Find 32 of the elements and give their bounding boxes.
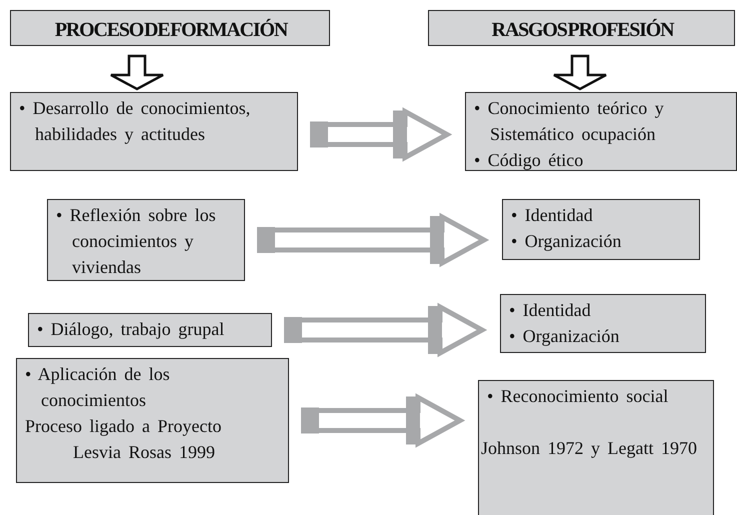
bullet-text: • Diálogo, trabajo grupal (37, 318, 226, 341)
bullet-text: • Conocimiento teórico y Sistemático ocupación (474, 97, 665, 146)
text-box (16, 358, 289, 483)
text-box (47, 199, 245, 281)
block-arrow (257, 212, 490, 268)
text-box (28, 313, 272, 347)
bullet-text: Lesvia Rosas 1999 (72, 441, 216, 464)
bullet-text: • Reconocimiento social (487, 385, 670, 408)
bullet-text: • Organización (509, 325, 620, 348)
block-arrow (310, 107, 452, 162)
bullet-text: • Organización (511, 230, 622, 253)
down-arrow (110, 54, 164, 90)
bullet-text: • Desarrollo de conocimientos, habilidades y actitudes (19, 97, 252, 146)
block-arrow (284, 302, 488, 358)
text-box (478, 380, 714, 515)
bullet-text: Johnson 1972 y Legatt 1970 (481, 437, 698, 460)
text-box (10, 92, 298, 171)
bullet-text: • Aplicación de los conocimientos (25, 363, 171, 412)
header-text: PROCESO DE FORMACIÓN (54, 18, 289, 43)
header-box (428, 10, 735, 46)
text-box (465, 92, 737, 171)
header-box (10, 10, 330, 46)
bullet-text: • Reflexión sobre los conocimientos y viviendas (56, 204, 217, 279)
bullet-text: Proceso ligado a Proyecto (25, 415, 222, 438)
bullet-text: • Identidad (509, 299, 592, 322)
header-text: RASGOS PROFESIÓN (490, 18, 675, 43)
down-arrow (552, 54, 608, 90)
block-arrow (301, 393, 466, 448)
text-box (502, 199, 700, 260)
bullet-text: • Código ético (474, 149, 584, 172)
text-box (500, 294, 706, 353)
bullet-text: • Identidad (511, 204, 594, 227)
